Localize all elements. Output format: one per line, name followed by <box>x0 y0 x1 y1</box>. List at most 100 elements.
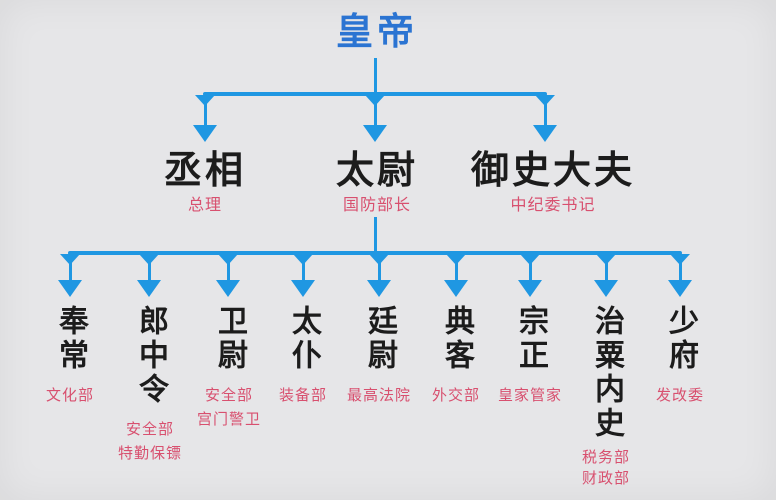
minister-modern-label: 最高法院 <box>347 383 411 407</box>
arrow-stem <box>68 261 72 280</box>
node-dianke: 典客 外交部 <box>432 305 480 407</box>
arrow-head-icon <box>533 125 557 142</box>
arrow-head-icon <box>367 280 391 297</box>
arrow-head-icon <box>594 280 618 297</box>
node-shaofu: 少府 发改委 <box>656 305 704 407</box>
arrow-stem <box>604 261 608 280</box>
arrow-stem <box>373 102 377 125</box>
node-weiwei: 卫尉 安全部 宫门警卫 <box>197 305 261 431</box>
modern-line: 皇家管家 <box>497 386 563 404</box>
modern-line: 发改委 <box>655 386 705 404</box>
arrow-wedge <box>293 254 313 265</box>
modern-line: 最高法院 <box>346 386 412 404</box>
arrow-wedge <box>535 95 555 106</box>
arrow-to-langzhongling <box>137 254 161 297</box>
arrow-wedge <box>218 254 238 265</box>
minister-modern-label: 皇家管家 <box>498 383 562 407</box>
minister-title: 典客 <box>438 305 474 373</box>
modern-line: 税务部 <box>581 448 631 466</box>
node-fengchang: 奉常 文化部 <box>46 305 94 407</box>
arrow-stem <box>203 102 207 125</box>
node-taiwei: 太尉 国防部长 <box>336 147 418 214</box>
arrow-head-icon <box>193 125 217 142</box>
node-title: 丞相 <box>163 147 247 192</box>
node-modern-label: 国防部长 <box>342 195 412 214</box>
arrow-head-icon <box>518 280 542 297</box>
arrow-stem <box>147 261 151 280</box>
arrow-to-weiwei <box>216 254 240 297</box>
arrow-head-icon <box>363 125 387 142</box>
minister-modern-label: 安全部 宫门警卫 <box>197 383 261 431</box>
emperor-title: 皇帝 <box>336 10 418 53</box>
node-chengxiang: 丞相 总理 <box>164 147 246 214</box>
node-zhisuneishi: 治粟内史 税务部 财政部 <box>582 305 630 489</box>
minister-title: 郎中令 <box>132 305 168 407</box>
minister-title: 治粟内史 <box>588 305 624 441</box>
node-modern-label: 中纪委书记 <box>510 195 596 214</box>
arrow-to-zhisuneishi <box>594 254 618 297</box>
minister-title: 廷尉 <box>361 305 397 373</box>
arrow-stem <box>678 261 682 280</box>
modern-line: 宫门警卫 <box>196 410 262 428</box>
node-modern-label: 总理 <box>187 195 223 214</box>
arrow-wedge <box>670 254 690 265</box>
arrow-head-icon <box>216 280 240 297</box>
modern-line: 安全部 <box>204 386 254 404</box>
arrow-wedge <box>369 254 389 265</box>
minister-modern-label: 外交部 <box>432 383 480 407</box>
modern-line: 财政部 <box>581 469 631 487</box>
arrow-stem <box>301 261 305 280</box>
minister-modern-label: 发改委 <box>656 383 704 407</box>
arrow-stem <box>377 261 381 280</box>
arrow-to-zongzheng <box>518 254 542 297</box>
arrow-to-taipu <box>291 254 315 297</box>
minister-title: 太仆 <box>285 305 321 373</box>
arrow-head-icon <box>58 280 82 297</box>
arrow-head-icon <box>137 280 161 297</box>
arrow-wedge <box>446 254 466 265</box>
connector-taiwei-line <box>374 217 377 255</box>
node-title: 太尉 <box>335 147 419 192</box>
connector-emperor-line <box>374 58 377 94</box>
node-zongzheng: 宗正 皇家管家 <box>498 305 562 407</box>
minister-modern-label: 文化部 <box>46 383 94 407</box>
modern-line: 装备部 <box>278 386 328 404</box>
arrow-to-tingwei <box>367 254 391 297</box>
minister-modern-label: 装备部 <box>279 383 327 407</box>
arrow-stem <box>454 261 458 280</box>
node-yushidafu: 御史大夫 中纪委书记 <box>471 147 635 214</box>
arrow-wedge <box>596 254 616 265</box>
arrow-stem <box>226 261 230 280</box>
minister-title: 卫尉 <box>211 305 247 373</box>
modern-line: 外交部 <box>431 386 481 404</box>
arrow-to-fengchang <box>58 254 82 297</box>
arrow-wedge <box>520 254 540 265</box>
node-taipu: 太仆 装备部 <box>279 305 327 407</box>
minister-title: 奉常 <box>52 305 88 373</box>
minister-modern-label: 税务部 财政部 <box>582 447 630 489</box>
node-langzhongling: 郎中令 安全部 特勤保镖 <box>118 305 182 465</box>
arrow-wedge <box>195 95 215 106</box>
node-title: 御史大夫 <box>470 147 636 192</box>
arrow-head-icon <box>291 280 315 297</box>
arrow-to-shaofu <box>668 254 692 297</box>
minister-title: 少府 <box>662 305 698 373</box>
arrow-to-yushidafu <box>533 95 557 142</box>
arrow-wedge <box>365 95 385 106</box>
tier3-branch-line <box>68 251 682 255</box>
minister-modern-label: 安全部 特勤保镖 <box>118 417 182 465</box>
modern-line: 文化部 <box>45 386 95 404</box>
arrow-head-icon <box>668 280 692 297</box>
modern-line: 特勤保镖 <box>117 444 183 462</box>
tier2-branch-line <box>203 92 547 96</box>
arrow-to-chengxiang <box>193 95 217 142</box>
arrow-stem <box>543 102 547 125</box>
minister-title: 宗正 <box>512 305 548 373</box>
arrow-head-icon <box>444 280 468 297</box>
arrow-to-taiwei <box>363 95 387 142</box>
arrow-stem <box>528 261 532 280</box>
arrow-wedge <box>60 254 80 265</box>
node-tingwei: 廷尉 最高法院 <box>347 305 411 407</box>
modern-line: 安全部 <box>125 420 175 438</box>
arrow-to-dianke <box>444 254 468 297</box>
